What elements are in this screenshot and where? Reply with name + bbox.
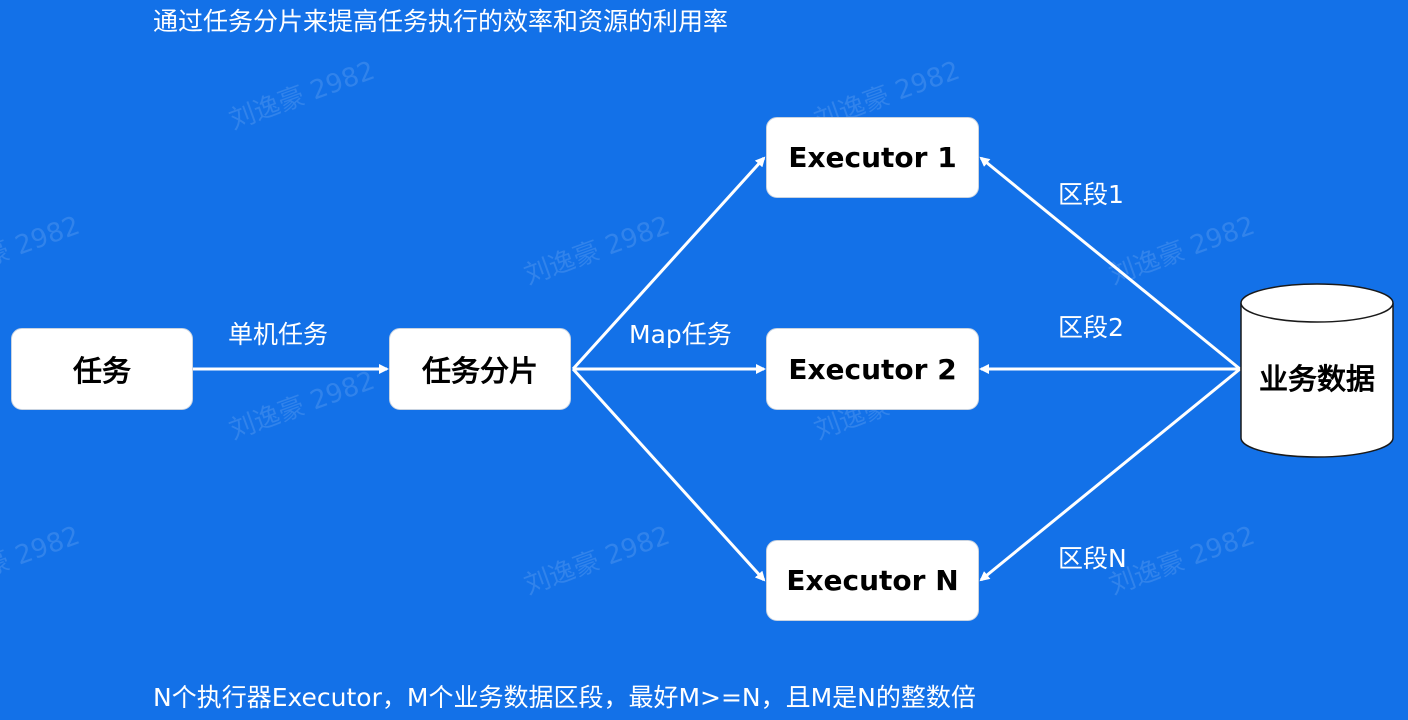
segment-n-label: 区段N bbox=[1058, 544, 1127, 573]
task-shard-node: 任务分片 bbox=[389, 328, 571, 410]
map-task-label: Map任务 bbox=[629, 320, 732, 349]
arrow-shard-to-executor-1 bbox=[571, 156, 766, 371]
database-cylinder bbox=[1240, 283, 1394, 458]
executor-2-node: Executor 2 bbox=[766, 328, 979, 410]
executor-1-node: Executor 1 bbox=[766, 117, 979, 198]
segment-2-label: 区段2 bbox=[1058, 313, 1124, 342]
arrow-db-to-executor-n bbox=[979, 367, 1241, 582]
single-machine-task-label: 单机任务 bbox=[228, 320, 329, 349]
segment-1-label: 区段1 bbox=[1058, 180, 1124, 209]
diagram-title: 通过任务分片来提高任务执行的效率和资源的利用率 bbox=[153, 7, 729, 36]
database-label: 业务数据 bbox=[1258, 362, 1375, 396]
diagram-footnote: N个执行器Executor，M个业务数据区段，最好M>=N，且M是N的整数倍 bbox=[153, 683, 976, 712]
executor-n-node: Executor N bbox=[766, 540, 979, 621]
arrow-db-to-executor-1 bbox=[979, 156, 1241, 371]
arrow-shard-to-executor-n bbox=[571, 367, 766, 582]
task-node: 任务 bbox=[11, 328, 193, 410]
